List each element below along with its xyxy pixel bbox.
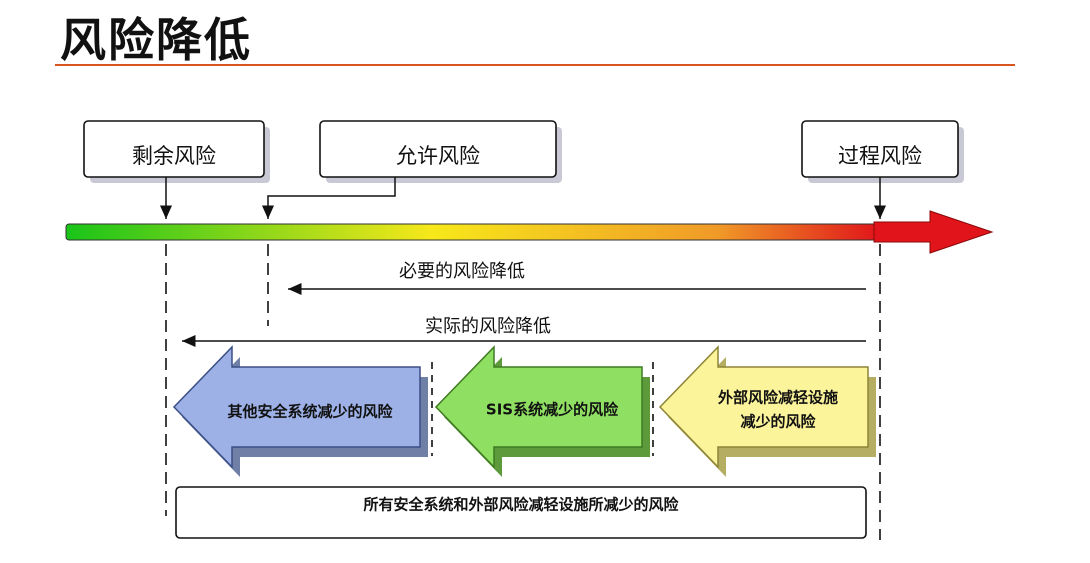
risk-gradient-arrow [65,210,994,254]
process-risk-box: 过程风险 [801,120,964,183]
external-facilities-label-line1: 外部风险减轻设施 [717,389,838,407]
actual-reduction-label: 实际的风险降低 [425,316,551,337]
sis-arrow: SIS系统减少的风险 [434,345,650,477]
external-facilities-label-line2: 减少的风险 [740,413,816,431]
other-safety-systems-label: 其他安全系统减少的风险 [227,403,393,421]
other-safety-systems-arrow: 其他安全系统减少的风险 [172,345,428,477]
page-title: 风险降低 [60,13,252,67]
external-facilities-arrow: 外部风险减轻设施 减少的风险 [658,345,876,477]
total-reduction-box: 所有安全系统和外部风险减轻设施所减少的风险 [175,486,867,539]
residual-risk-label: 剩余风险 [132,144,216,168]
process-risk-label: 过程风险 [838,144,922,168]
title-underline [55,64,1015,66]
necessary-reduction-label: 必要的风险降低 [399,261,525,282]
tolerable-risk-pointer [262,177,396,219]
sis-label: SIS系统减少的风险 [486,401,619,419]
tolerable-risk-label: 允许风险 [396,144,480,168]
tolerable-risk-box: 允许风险 [319,120,562,183]
residual-risk-box: 剩余风险 [83,120,270,183]
total-reduction-label: 所有安全系统和外部风险减轻设施所减少的风险 [363,496,679,514]
